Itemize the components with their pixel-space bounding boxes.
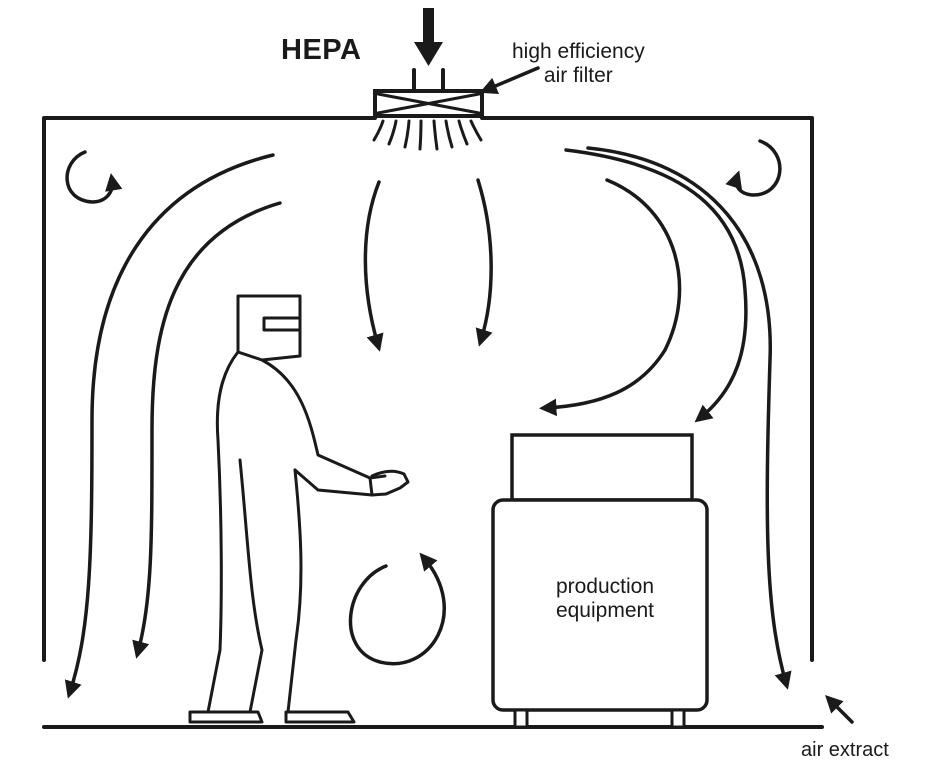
- flow-right-outer: [586, 146, 792, 690]
- worker-upper-arm: [260, 358, 387, 480]
- filter-label: high efficiency air filter: [512, 40, 645, 88]
- worker-boot-back: [188, 710, 264, 724]
- filter-pointer-arrow: [479, 66, 540, 94]
- left-wall-and-ceiling: [42, 116, 377, 662]
- eddy-top-right: [725, 139, 782, 197]
- filter-label-line1: high efficiency: [512, 40, 645, 63]
- air-extract-label: air extract: [801, 739, 889, 761]
- flow-right-to-equipment: [539, 178, 682, 417]
- equipment-label-line1: production: [555, 575, 655, 598]
- eddy-turbulence: [348, 552, 446, 666]
- worker-boot-front: [284, 710, 356, 724]
- equipment-label: production equipment: [520, 575, 690, 623]
- equipment-top-unit: [510, 433, 694, 502]
- flow-center-left: [363, 180, 384, 352]
- production-equipment: [491, 433, 709, 729]
- filter-duct: [412, 68, 445, 93]
- worker-visor: [262, 316, 302, 332]
- flow-left-inner: [132, 201, 282, 659]
- hepa-filter-unit: [372, 8, 540, 151]
- airflow-arrows: [64, 139, 854, 724]
- worker-hand: [370, 469, 410, 497]
- equipment-foot-left: [513, 708, 529, 729]
- filter-label-line2: air filter: [543, 64, 613, 88]
- worker-hood: [236, 294, 302, 362]
- worker-forearm: [293, 468, 374, 497]
- extract-pointer-arrow: [825, 695, 854, 724]
- worker-back: [206, 350, 240, 714]
- flow-center-right: [475, 178, 493, 347]
- eddy-top-left: [65, 150, 123, 204]
- filter-cross: [376, 92, 481, 115]
- flow-right-middle: [564, 148, 748, 423]
- equipment-foot-right: [670, 708, 686, 729]
- diffuser-lines: [372, 119, 483, 151]
- worker-inner-leg: [238, 458, 264, 714]
- right-ceiling-and-wall: [480, 116, 814, 662]
- equipment-label-line2: equipment: [555, 599, 655, 623]
- equipment-cabinet: [491, 498, 709, 712]
- cleanroom-worker-figure: [188, 294, 410, 724]
- room-outline: [42, 116, 824, 729]
- flow-left-outer: [64, 153, 275, 699]
- hepa-label: HEPA: [281, 34, 362, 66]
- air-intake-arrow: [414, 8, 443, 66]
- worker-front-leg: [286, 468, 303, 714]
